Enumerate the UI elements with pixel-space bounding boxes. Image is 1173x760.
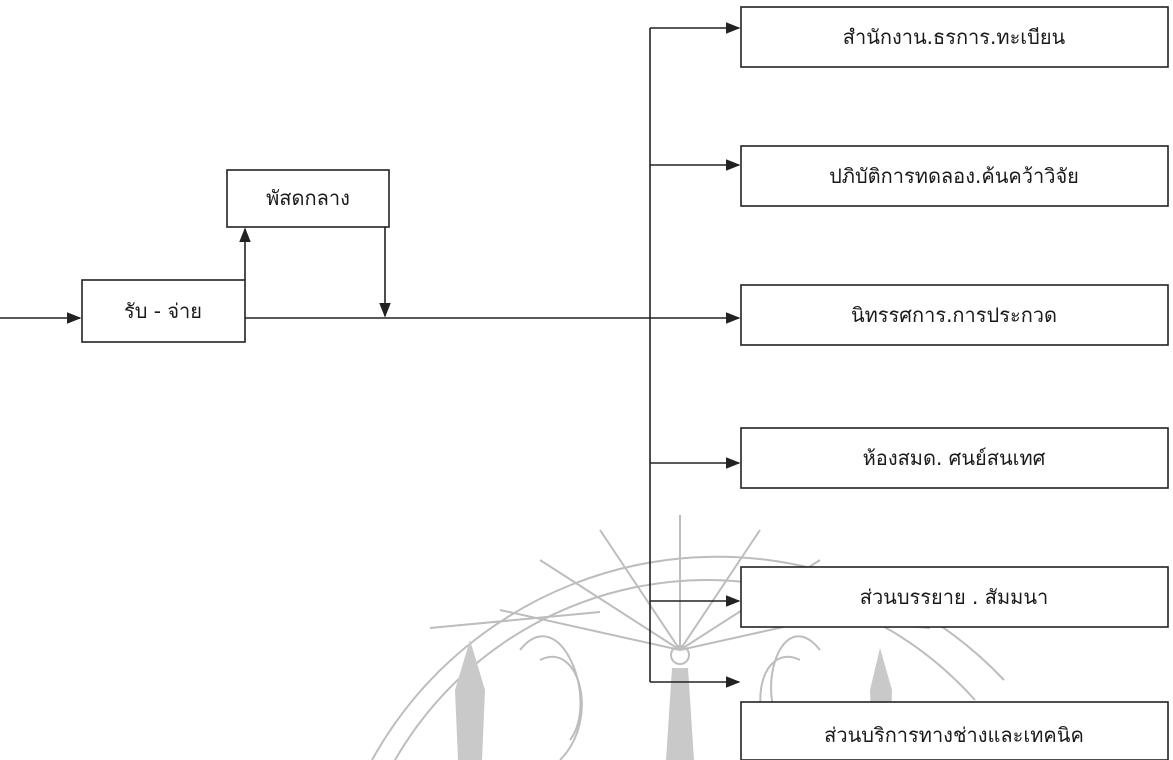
node-library: ห้องสมด. ศนย์สนเทศ (740, 427, 1169, 489)
node-exhibition: นิทรรศการ.การประกวด (740, 284, 1169, 346)
node-receive-dispatch-label: รับ - จ่าย (124, 299, 202, 323)
node-research-lab: ปภิบัติการทดลอง.ค้นคว้าวิจัย (740, 145, 1169, 207)
node-library-label: ห้องสมด. ศนย์สนเทศ (863, 446, 1046, 470)
node-lecture-seminar: ส่วนบรรยาย . สัมมนา (740, 566, 1169, 628)
node-registry-office-label: สำนักงาน.ธรการ.ทะเบียน (843, 25, 1066, 49)
node-lecture-seminar-label: ส่วนบรรยาย . สัมมนา (860, 585, 1049, 609)
node-tech-services: ส่วนบริการทางช่างและเทคนิค (740, 701, 1169, 760)
node-central-supplies: พัสดกลาง (226, 169, 390, 228)
node-receive-dispatch: รับ - จ่าย (81, 279, 246, 343)
node-central-supplies-label: พัสดกลาง (266, 186, 350, 210)
node-registry-office: สำนักงาน.ธรการ.ทะเบียน (740, 6, 1169, 68)
node-tech-services-label: ส่วนบริการทางช่างและเทคนิค (824, 723, 1084, 747)
node-exhibition-label: นิทรรศการ.การประกวด (851, 303, 1057, 327)
node-research-lab-label: ปภิบัติการทดลอง.ค้นคว้าวิจัย (829, 164, 1079, 188)
